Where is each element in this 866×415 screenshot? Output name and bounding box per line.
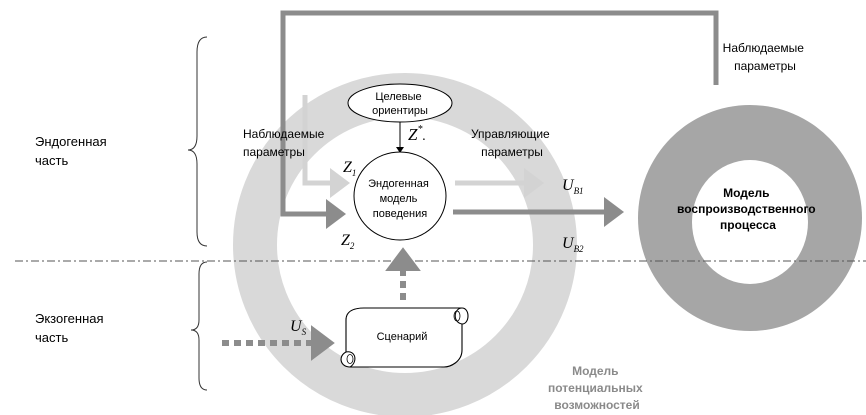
ub2-var: UB2 bbox=[562, 235, 584, 254]
feedback-loop-arrow bbox=[280, 10, 719, 229]
goal-ellipse bbox=[347, 83, 453, 123]
endogenous-model-label: Эндогенная модель поведения bbox=[368, 178, 432, 220]
us-var: US bbox=[290, 318, 307, 337]
potential-model-label: Модель потенциальных возможностей bbox=[548, 364, 646, 412]
z1-var: Z1 bbox=[343, 159, 356, 178]
reproduction-model-core bbox=[692, 160, 808, 284]
endogenous-model-circle bbox=[353, 151, 447, 241]
control-params-label: Управляющие параметры bbox=[471, 127, 553, 159]
brace-exogenous bbox=[190, 261, 208, 391]
observed-params-arrow bbox=[302, 95, 350, 198]
scenario-label: Сценарий bbox=[377, 331, 428, 343]
scenario-scroll-icon bbox=[340, 307, 469, 368]
ub1-var: UB1 bbox=[562, 177, 584, 196]
observed-params-label-right: Наблюдаемые параметры bbox=[723, 41, 808, 73]
observed-params-label-left: Наблюдаемые параметры bbox=[243, 127, 328, 159]
brace-endogenous bbox=[187, 36, 208, 247]
z2-var: Z2 bbox=[341, 232, 355, 251]
reproduction-model-label: Модель воспроизводственного процесса bbox=[677, 186, 819, 232]
goal-label: Целевые ориентиры bbox=[372, 91, 428, 117]
exogenous-label: Экзогенная часть bbox=[35, 311, 107, 345]
endogenous-label: Эндогенная часть bbox=[35, 134, 110, 168]
z-star-var: Z*. bbox=[408, 124, 426, 144]
